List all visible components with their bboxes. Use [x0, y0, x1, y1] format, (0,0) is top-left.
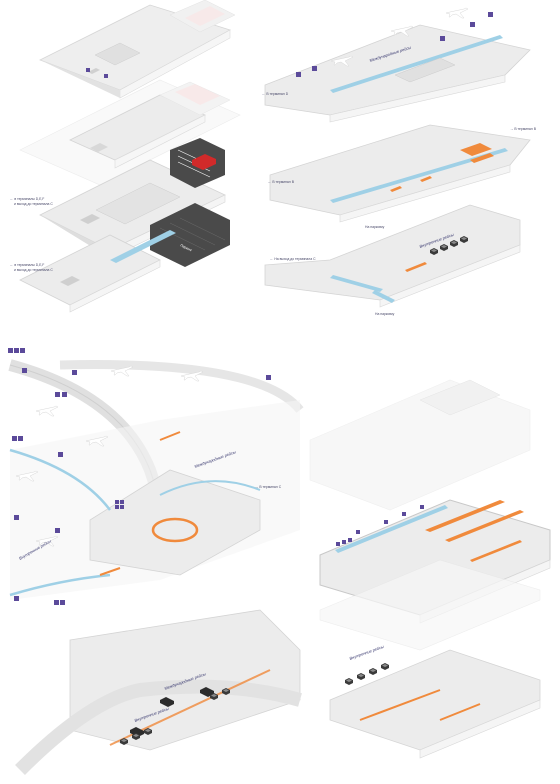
label-to-terminal-c: → В терминал C — [255, 485, 282, 489]
level-top-right-upper: Международные рейсы ← В терминал D — [262, 7, 531, 123]
car-icon — [192, 154, 216, 170]
label-to-exit-terminal-c: ← На выход до терминала C — [270, 257, 316, 261]
corridor — [335, 505, 448, 553]
corridor — [110, 230, 176, 263]
corridor — [330, 148, 508, 203]
panel-top-right: Международные рейсы ← В терминал D ← В т… — [262, 7, 537, 316]
panel-top-left: ← в терминалы D,E,F и выход до терминала… — [10, 0, 241, 313]
level-top-left-bottom: ← в терминалы D,E,F и выход до терминала… — [10, 230, 176, 313]
level-bottom-left-lower: Международные рейсы Внутренние рейсы — [15, 609, 302, 775]
level-bottom-left-upper: Международные рейсы Внутренние рейсы → В… — [8, 348, 300, 605]
label-to-parking-2: На парковку — [375, 312, 395, 316]
central-ring — [151, 517, 199, 543]
label-parking: Паркинг — [180, 243, 194, 252]
airplane-icon — [445, 7, 469, 19]
accent-block — [425, 500, 505, 532]
label-to-terminal-def-2: ← в терминалы D,E,F — [10, 263, 44, 267]
level-top-right-middle: ← В терминал B → В терминал B На парковк… — [268, 124, 537, 229]
gate-badges-bottom-right — [336, 505, 424, 546]
label-to-parking: На парковку — [365, 225, 385, 229]
gate-badges-bottom-left — [8, 348, 271, 605]
label-to-terminal-b: ← В терминал B — [268, 180, 295, 184]
label-to-exit-c: и выход до терминала C — [14, 202, 53, 206]
panel-bottom-left: Международные рейсы Внутренние рейсы → В… — [8, 348, 304, 775]
accent-block — [460, 143, 492, 156]
level-bottom-right-lower: Внутренние рейсы — [329, 644, 541, 759]
gate-badges-top-left-upper — [86, 68, 108, 78]
gate-badges-top-right — [296, 12, 493, 77]
corridor — [330, 35, 503, 93]
label-domestic-br: Внутренние рейсы — [349, 644, 385, 661]
parking-block: Паркинг — [150, 203, 230, 267]
label-to-terminal-def: ← в терминалы D,E,F — [10, 197, 44, 201]
label-to-terminal-b-right: → В терминал B — [510, 127, 537, 131]
level-top-left-upper — [39, 0, 236, 99]
label-to-terminal-d: ← В терминал D — [262, 92, 289, 96]
panel-bottom-right: Внутренние рейсы — [309, 379, 551, 759]
level-top-right-lower: Внутренние рейсы ← На выход до терминала… — [264, 204, 521, 316]
level-top-left-middle — [19, 79, 241, 186]
label-to-exit-c-2: и выход до терминала C — [14, 268, 53, 272]
corridor — [330, 275, 383, 292]
